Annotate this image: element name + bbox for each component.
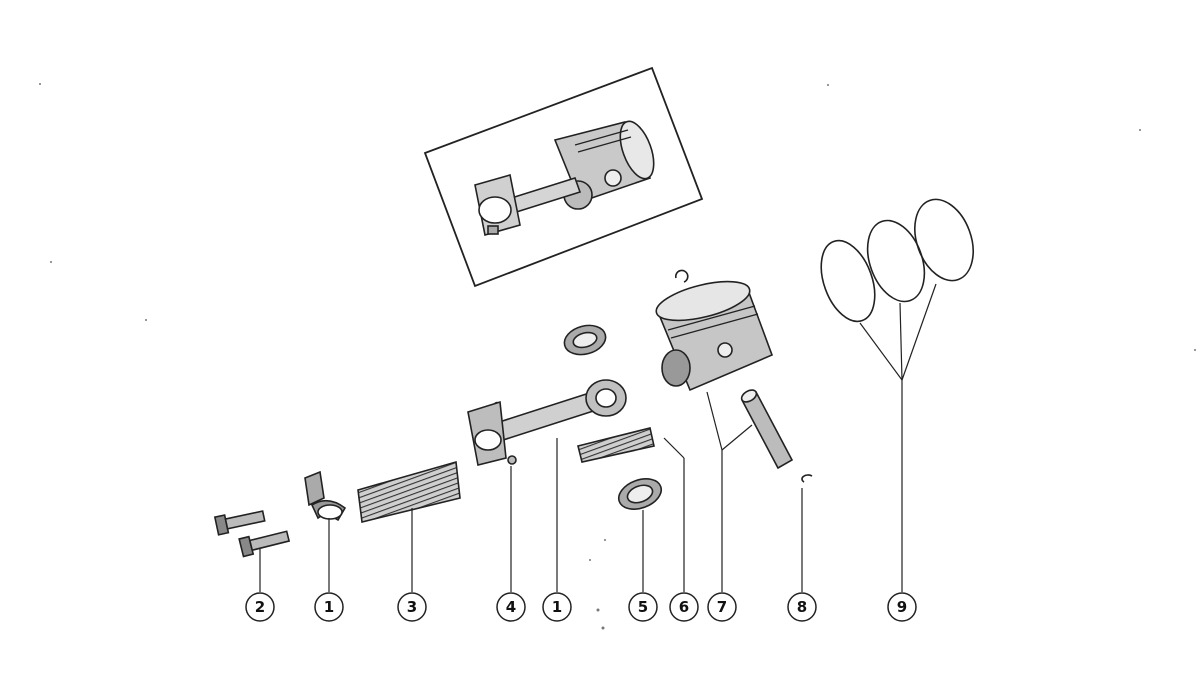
callout-c-6: 6 [669,592,699,622]
callout-c-5: 5 [628,592,658,622]
callout-label: 7 [717,598,727,616]
callout-c-2a: 2 [245,592,275,622]
callout-label: 4 [506,598,516,616]
part-8-circlip [801,474,813,483]
callout-label: 5 [638,598,648,616]
part-9-piston-rings [820,198,974,323]
part-7-piston-pin [740,389,794,470]
callout-label: 1 [552,598,562,616]
callout-c-3: 3 [397,592,427,622]
callout-c-1a: 1 [314,592,344,622]
callout-c-9: 9 [887,592,917,622]
part-1-connecting-rod [467,379,627,466]
callout-label: 9 [897,598,907,616]
callout-label: 1 [324,598,334,616]
callout-c-1b: 1 [542,592,572,622]
callout-label: 8 [797,598,807,616]
callout-c-8: 8 [787,592,817,622]
part-2-bolts [213,510,291,558]
callout-label: 3 [407,598,417,616]
part-7-piston [655,269,774,392]
assembled-conrod [474,173,582,237]
callout-c-7: 7 [707,592,737,622]
upper-bushing [563,324,607,356]
part-3-bearing [357,460,461,523]
callout-label: 6 [679,598,689,616]
scan-speckle [39,83,1196,630]
inset-frame [423,66,704,288]
callout-label: 2 [255,598,265,616]
part-1-rod-cap [304,470,347,522]
leader-lines [259,283,937,592]
part-5-washer [617,478,663,510]
assembled-piston-inset [423,66,704,288]
part-6-bearing [577,427,655,463]
callout-c-4: 4 [496,592,526,622]
